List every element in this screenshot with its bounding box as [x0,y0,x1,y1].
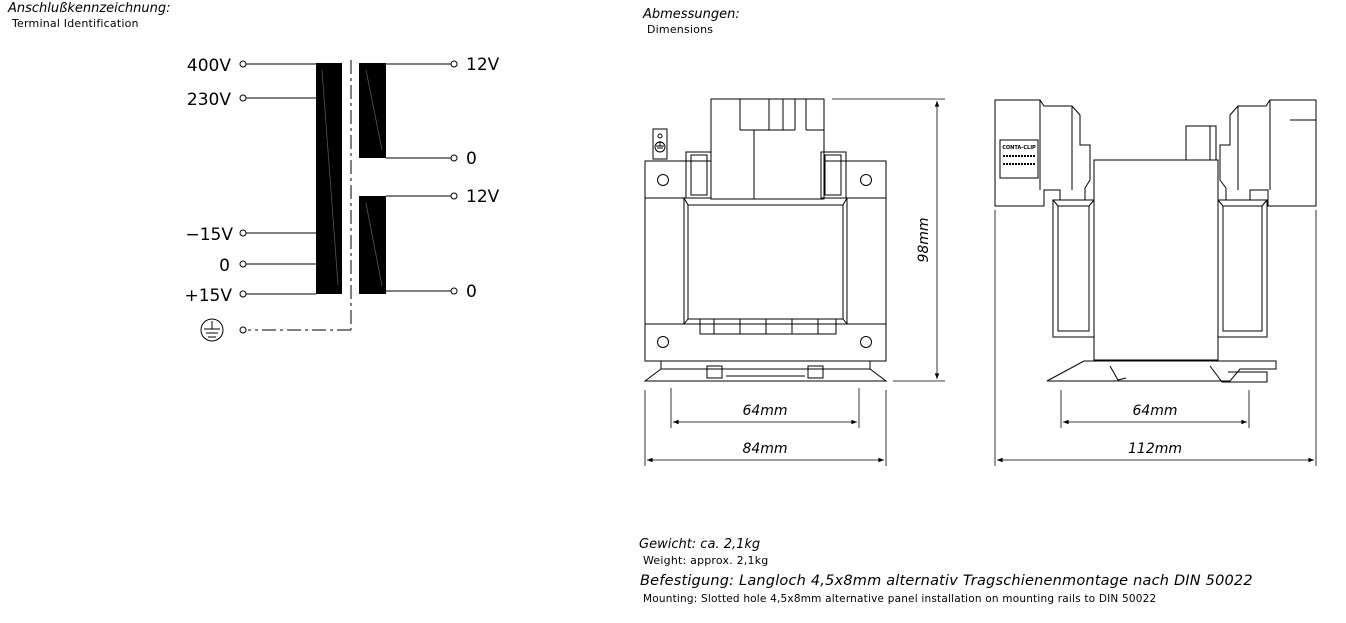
side-view: CONTA-CLIP [994,99,1317,383]
dim-side-outer: 112mm [1128,441,1182,457]
terminal-minus15v: −15V [185,225,233,245]
front-view [643,98,888,382]
dim-front-inner: 64mm [742,403,787,419]
terminal-0-lower: 0 [466,282,477,302]
dimensions-title: Abmessungen: [643,7,740,22]
earth-ground-icon [200,318,224,342]
terminal-subtitle: Terminal Identification [12,17,139,30]
terminal-230v: 230V [187,90,231,110]
terminal-plus15v: +15V [184,286,232,306]
mounting-label: Befestigung: Langloch 4,5x8mm alternativ… [640,573,1253,589]
weight-label-en: Weight: approx. 2,1kg [643,554,769,567]
mounting-label-en: Mounting: Slotted hole 4,5x8mm alternati… [643,593,1157,605]
terminal-title: Anschlußkennzeichnung: [8,1,171,16]
dim-height: 98mm [916,217,932,262]
terminal-0v-primary: 0 [219,256,230,276]
weight-label: Gewicht: ca. 2,1kg [639,537,761,552]
terminal-400v: 400V [187,56,231,76]
dim-front-outer: 84mm [742,441,787,457]
brand-label: CONTA-CLIP [1002,145,1036,151]
dim-side-inner: 64mm [1132,403,1177,419]
terminal-12v-upper: 12V [466,55,500,75]
terminal-12v-lower: 12V [466,187,500,207]
front-dimension-lines [644,98,945,466]
side-dimension-lines [994,210,1317,466]
dimensions-subtitle: Dimensions [647,23,714,36]
transformer-schematic [239,60,458,334]
terminal-0-upper: 0 [466,149,477,169]
